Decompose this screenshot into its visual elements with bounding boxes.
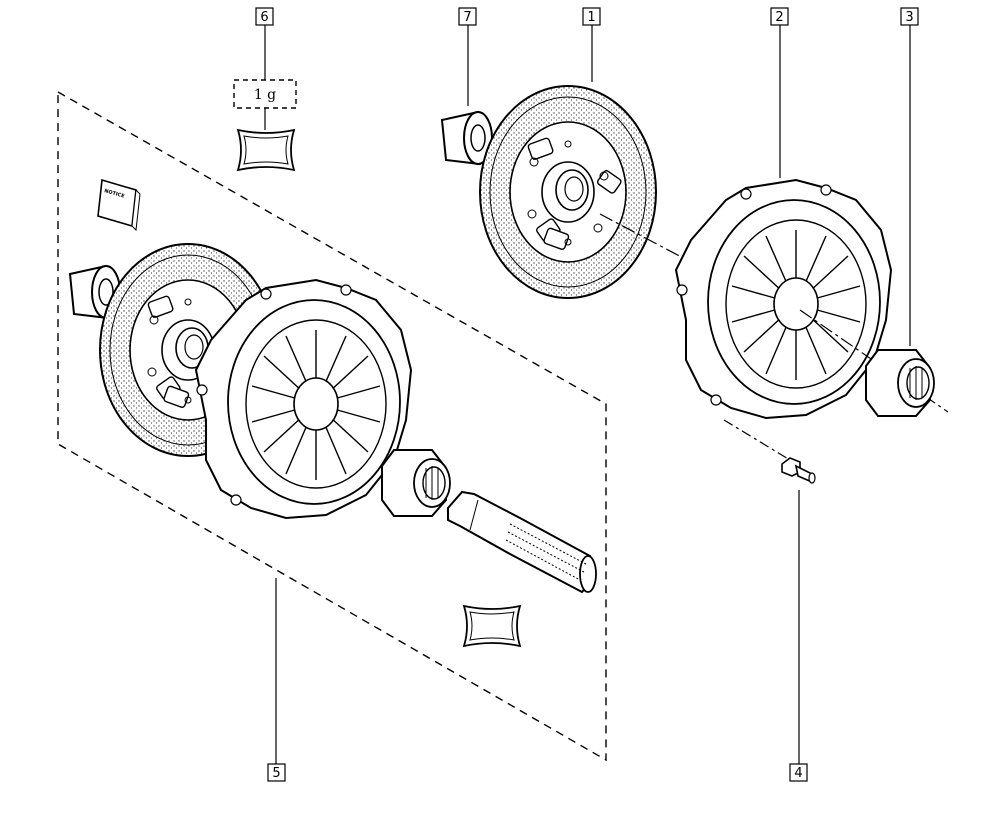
kit-release-bearing: [381, 449, 451, 517]
callout-6: 6: [255, 7, 274, 26]
callout-3: 3: [900, 7, 919, 26]
callout-3-label: 3: [905, 10, 913, 25]
notice-label: NOTICE: [103, 188, 125, 200]
callout-2-label: 2: [775, 10, 783, 25]
kit-boundary: [57, 90, 607, 762]
release-bearing: [865, 349, 935, 417]
notice-booklet: NOTICE: [97, 178, 141, 232]
callout-4: 4: [789, 763, 808, 782]
callout-7-label: 7: [463, 10, 471, 25]
clutch-disc: [479, 85, 657, 299]
callout-6-label: 6: [260, 10, 268, 25]
callout-4-label: 4: [794, 766, 802, 781]
callout-1: 1: [582, 7, 601, 26]
callout-5-label: 5: [272, 766, 280, 781]
centering-tool: [447, 490, 597, 594]
callout-7: 7: [458, 7, 477, 26]
kit-grease-sachet: [463, 605, 521, 647]
callout-1-label: 1: [587, 10, 595, 25]
callout-2: 2: [770, 7, 789, 26]
grease-sachet: [237, 129, 295, 171]
pressure-plate: [675, 179, 892, 419]
grease-quantity-box: 1 g: [233, 79, 297, 109]
grease-quantity-text: 1 g: [254, 87, 276, 103]
bolt: [781, 457, 816, 484]
callout-5: 5: [267, 763, 286, 782]
